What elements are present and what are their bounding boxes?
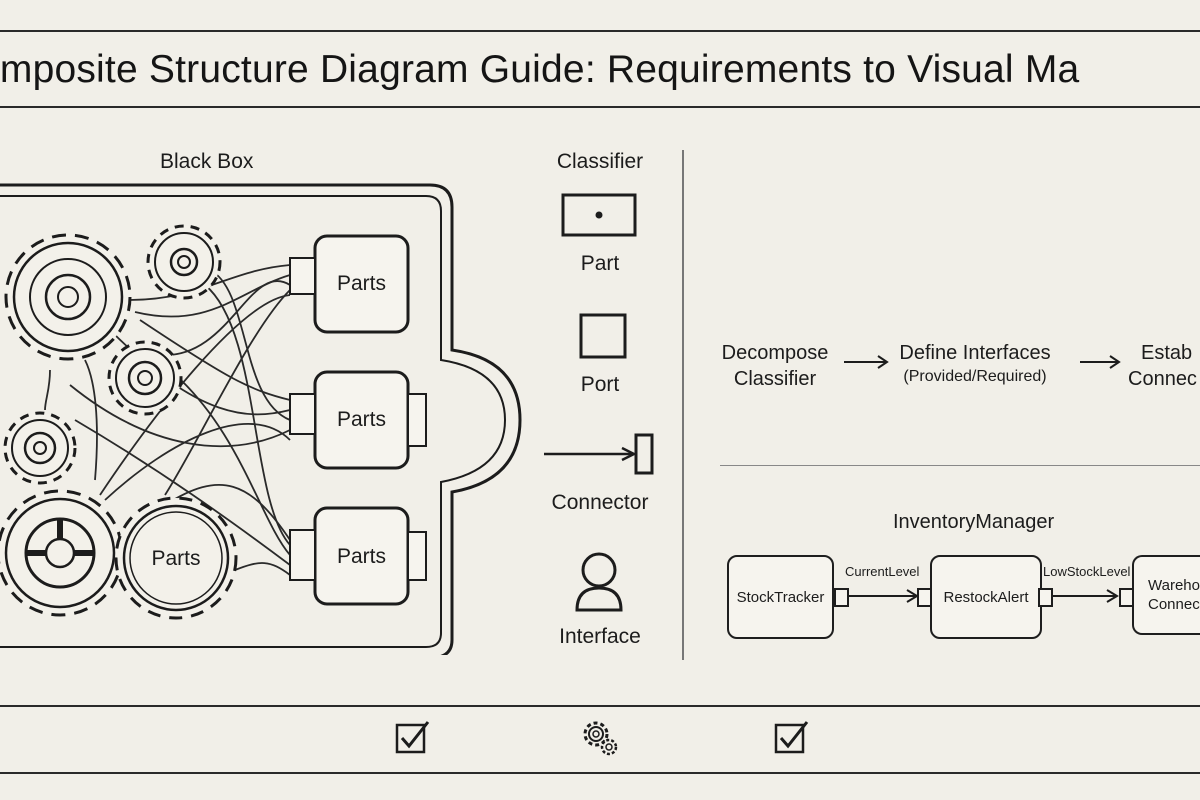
- legend-label-port: Port: [580, 373, 620, 396]
- black-box-heading: Black Box: [160, 150, 254, 173]
- part-label-top: Parts: [336, 272, 386, 295]
- flow-step-decompose-line2: Classifier: [733, 368, 817, 390]
- flow-step-decompose: Decompose Classifier: [705, 340, 845, 392]
- checkbox-checked-icon-2: [774, 721, 809, 754]
- title-underline: [0, 106, 1200, 108]
- part-icon: [561, 193, 637, 237]
- black-box-diagram: [0, 183, 522, 655]
- connector-label-lowstocklevel: LowStockLevel: [1043, 564, 1131, 579]
- port-stocktracker-out: [834, 588, 849, 607]
- footer-rule-top: [0, 705, 1200, 707]
- checkbox-checked-icon: [395, 721, 430, 754]
- component-restockalert-label: RestockAlert: [943, 588, 1029, 606]
- flow-step-establish-line2: Connec: [1128, 368, 1197, 390]
- part-label-bottom: Parts: [336, 545, 386, 568]
- flow-step-define-interfaces: Define Interfaces (Provided/Required): [880, 340, 1070, 388]
- gear-large-top: [4, 233, 132, 361]
- gear-small-left: [3, 411, 77, 485]
- flow-arrow-2: [1080, 355, 1121, 369]
- component-stocktracker: StockTracker: [727, 555, 834, 639]
- flow-step-establish-line1: Estab: [1141, 342, 1193, 364]
- component-restockalert: RestockAlert: [930, 555, 1042, 639]
- port-restockalert-out: [1038, 588, 1053, 607]
- flow-arrow-1: [844, 355, 889, 369]
- part-label-gear: Parts: [151, 547, 201, 570]
- port-icon: [579, 313, 627, 359]
- part-box-bottom: [289, 506, 427, 606]
- legend-label-connector: Connector: [551, 491, 649, 514]
- section-divider: [682, 150, 684, 660]
- part-label-middle: Parts: [336, 408, 386, 431]
- component-stocktracker-label: StockTracker: [736, 588, 825, 606]
- connector-icon: [544, 433, 654, 475]
- flow-step-define-line1: Define Interfaces: [899, 342, 1051, 364]
- part-box-top: [289, 234, 410, 334]
- component-warehouse-connector: Wareho Connec: [1132, 555, 1200, 635]
- interface-icon: [575, 552, 623, 612]
- part-box-middle: [289, 370, 427, 470]
- gear-parts: [114, 496, 238, 620]
- flow-step-decompose-line1: Decompose: [721, 342, 829, 364]
- connector-label-currentlevel: CurrentLevel: [845, 564, 920, 579]
- flow-step-establish: Estab Connec: [1128, 340, 1200, 392]
- footer-rule-bottom: [0, 772, 1200, 774]
- component-warehouse-label: Wareho Connec: [1148, 577, 1200, 613]
- gear-settings-icon: [583, 721, 618, 756]
- top-rule: [0, 30, 1200, 32]
- black-box-outline: [0, 183, 522, 655]
- connector-arrow-2: [1053, 589, 1119, 603]
- wire-bundle: [44, 264, 291, 576]
- legend-label-interface: Interface: [559, 625, 641, 648]
- gear-large-bottom: [0, 489, 124, 617]
- page-title: omposite Structure Diagram Guide: Requir…: [0, 48, 1080, 91]
- legend-label-part: Part: [580, 252, 620, 275]
- gear-mid: [107, 340, 183, 416]
- gear-small-top: [146, 224, 222, 300]
- example-heading: InventoryManager: [893, 511, 1055, 533]
- flow-step-define-line2: (Provided/Required): [903, 368, 1047, 385]
- right-divider: [720, 465, 1200, 466]
- legend-heading: Classifier: [556, 150, 644, 173]
